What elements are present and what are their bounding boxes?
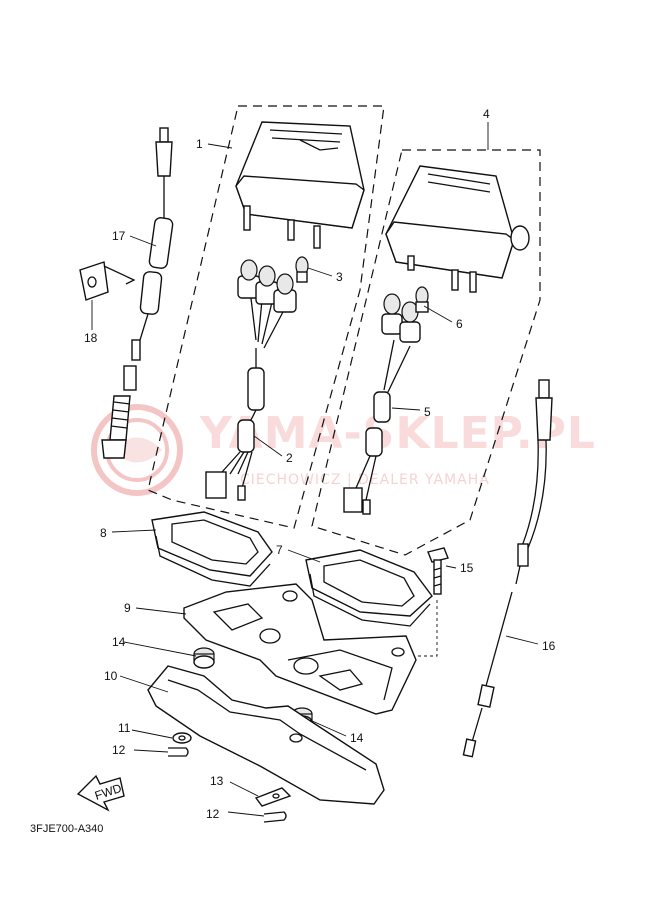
assembly-4-boundary [311,149,541,556]
leader-lines [91,122,539,817]
watermark-subtitle: CIECHOWICZ | DEALER YAMAHA [240,472,490,488]
callout-5: 5 [424,405,431,419]
bolt-15 [416,547,449,657]
callouts: 1 2 3 4 5 6 7 8 9 10 11 12 12 13 14 14 1… [84,107,556,821]
wiring-harness-1 [205,259,297,501]
watermark: YAMA-SKLEP.PL CIECHOWICZ | DEALER YAMAHA [91,404,596,496]
bulb-6 [415,286,429,313]
plate-13 [254,787,292,807]
callout-3: 3 [336,270,343,284]
meter-bracket [183,583,417,715]
callout-17: 17 [112,229,126,243]
assembly-1-boundary [147,105,385,529]
tachometer-cable [462,379,553,758]
tachometer-housing [385,165,530,293]
callout-10: 10 [104,669,118,683]
cable-bracket-18 [79,261,136,301]
meter-panel [147,665,385,805]
callout-14-upper: 14 [112,635,126,649]
speedometer-cable [101,127,174,459]
cushion-7 [305,549,433,627]
callout-16: 16 [542,639,556,653]
grommet-upper [193,647,215,669]
callout-11: 11 [118,721,131,735]
diagram-code: 3FJE700-A340 [30,823,103,835]
clip-12-upper [168,747,189,757]
callout-14-lower: 14 [350,731,364,745]
callout-18: 18 [84,331,98,345]
callout-4: 4 [483,107,490,121]
speedometer-housing [235,121,365,249]
wiring-harness-2 [343,293,421,515]
cushion-8 [151,511,273,587]
callout-12-lower: 12 [206,807,220,821]
callout-1: 1 [196,137,203,151]
callout-15: 15 [460,561,474,575]
callout-7: 7 [276,543,283,557]
washer-11 [172,732,192,744]
callout-8: 8 [100,526,107,540]
callout-6: 6 [456,317,463,331]
callout-2: 2 [286,451,293,465]
clip-12-lower [263,811,287,823]
bulb-3 [295,256,309,283]
callout-9: 9 [124,601,131,615]
forward-direction-arrow: FWD [76,774,125,812]
callout-12-upper: 12 [112,743,126,757]
watermark-title: YAMA-SKLEP.PL [199,408,596,459]
callout-13: 13 [210,774,224,788]
